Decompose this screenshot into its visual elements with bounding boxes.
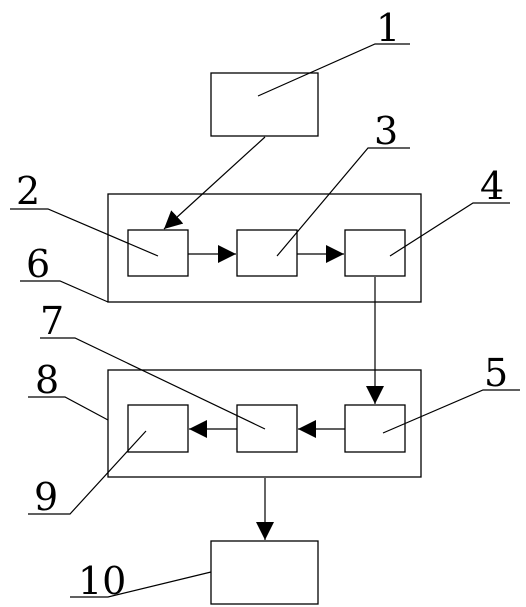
label-8: 8 bbox=[35, 358, 59, 402]
block-3 bbox=[236, 229, 298, 277]
block-1 bbox=[210, 72, 319, 137]
block-5 bbox=[344, 404, 406, 453]
leader-6 bbox=[20, 280, 109, 303]
label-9: 9 bbox=[34, 475, 58, 519]
block-9 bbox=[127, 404, 189, 453]
leader-9 bbox=[28, 430, 147, 515]
leader-10 bbox=[70, 571, 212, 598]
label-4: 4 bbox=[480, 164, 504, 208]
leader-3 bbox=[276, 147, 410, 257]
label-6: 6 bbox=[26, 242, 50, 286]
leader-2 bbox=[10, 208, 159, 257]
label-2: 2 bbox=[16, 169, 40, 213]
block-4 bbox=[344, 229, 406, 277]
leader-5 bbox=[382, 389, 520, 434]
leader-8 bbox=[28, 396, 109, 421]
label-7: 7 bbox=[40, 299, 64, 343]
label-1: 1 bbox=[376, 6, 400, 50]
label-10: 10 bbox=[78, 559, 126, 603]
leader-1 bbox=[257, 43, 410, 97]
leader-4 bbox=[389, 202, 510, 257]
arrow-1-to-2 bbox=[163, 136, 266, 230]
block-7 bbox=[236, 404, 298, 453]
block-2 bbox=[127, 229, 189, 277]
label-5: 5 bbox=[484, 351, 508, 395]
block-10 bbox=[210, 540, 319, 605]
label-3: 3 bbox=[374, 109, 398, 153]
leader-7 bbox=[40, 337, 266, 430]
